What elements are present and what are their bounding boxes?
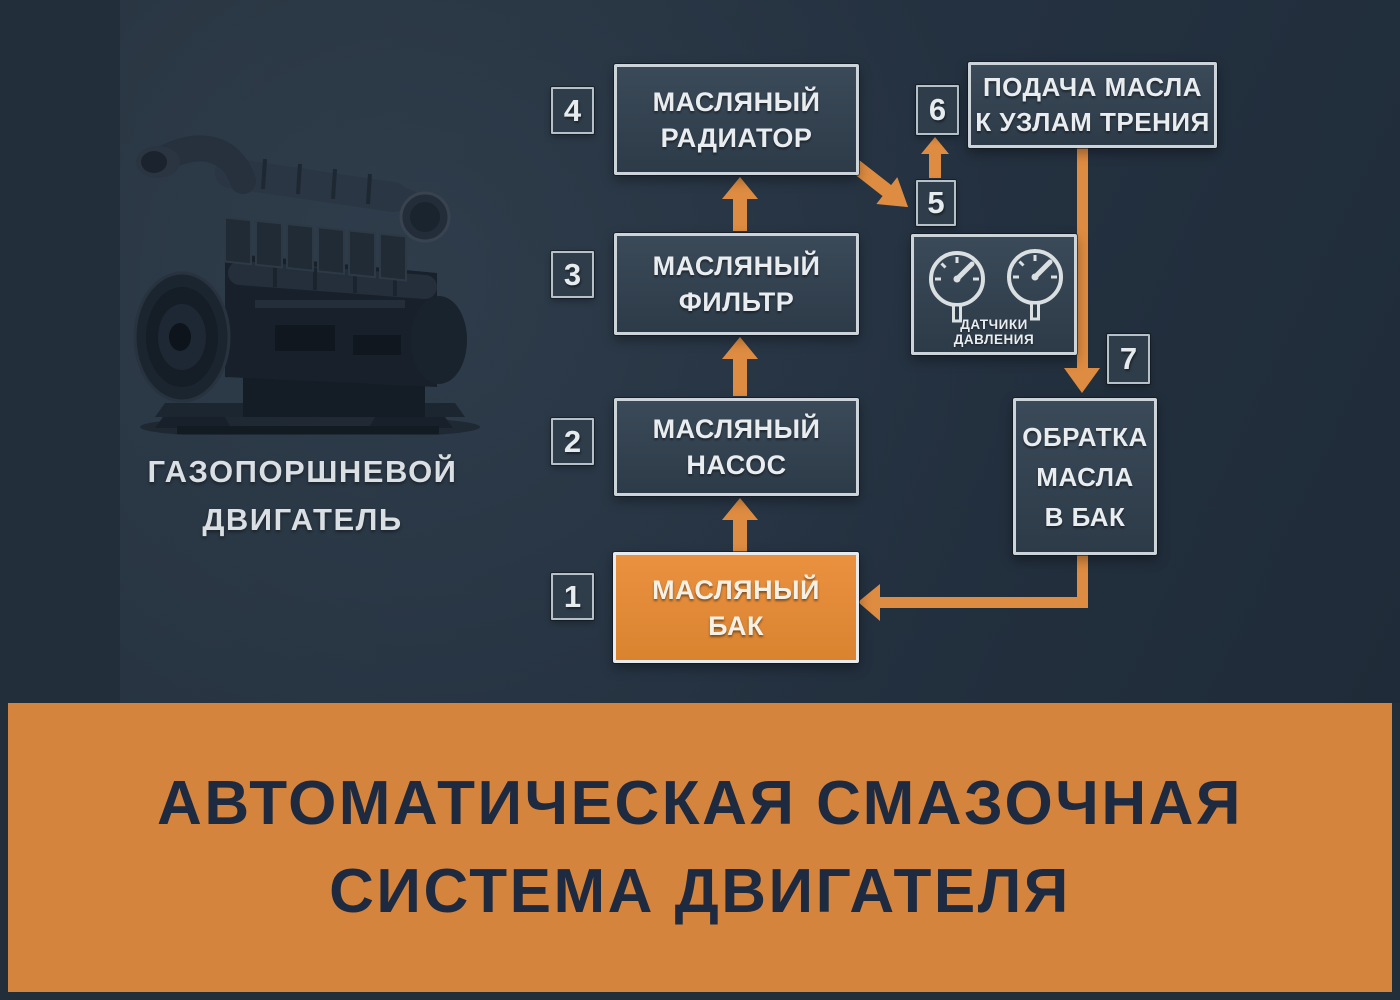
arrow-junction-to-supply (921, 137, 949, 178)
oil-radiator-label-line1: МАСЛЯНЫЙ (652, 86, 821, 117)
oil-return-label-line3: В БАК (1044, 501, 1126, 532)
step-badge-4: 4 (551, 87, 594, 134)
pressure-gauge-icon (1007, 249, 1063, 321)
pressure-sensors-label: ДАТЧИКИ ДАВЛЕНИЯ (914, 317, 1074, 347)
engine-turbo-cap-face (141, 151, 167, 173)
step-badge-6: 6 (916, 85, 959, 135)
oil-tank-label-line1: МАСЛЯНЫЙ (652, 574, 820, 605)
engine-block-detail2 (353, 335, 401, 355)
step-badge-3: 3 (551, 251, 594, 298)
oil-pump-label-line1: МАСЛЯНЫЙ (652, 414, 821, 444)
pressure-gauges (929, 249, 1063, 323)
engine-flange-inner (410, 202, 440, 232)
oil-supply-label-line1: ПОДАЧА МАСЛА (982, 72, 1203, 102)
engine-caption-line1: ГАЗОПОРШНЕВОЙ (147, 454, 458, 489)
step-badge-5: 5 (916, 180, 956, 226)
engine-flywheel-hub (169, 323, 191, 351)
step-badge-7: 7 (1107, 334, 1150, 384)
engine-caption-line2: ДВИГАТЕЛЬ (202, 502, 403, 537)
pressure-sensors-label-line2: ДАВЛЕНИЯ (953, 332, 1035, 347)
oil-return-box: ОБРАТКА МАСЛА В БАК (1013, 398, 1157, 555)
oil-tank-box: МАСЛЯНЫЙ БАК (613, 552, 859, 663)
engine-foot-right (369, 417, 453, 428)
engine-intake-rings (261, 158, 372, 205)
engine-illustration (133, 135, 480, 435)
engine-intake-manifold (215, 158, 408, 212)
oil-radiator-label-line2: РАДИАТОР (660, 122, 813, 153)
oil-filter-box: МАСЛЯНЫЙ ФИЛЬТР (614, 233, 859, 335)
engine-foot-left (155, 417, 231, 428)
pressure-sensors-box: ДАТЧИКИ ДАВЛЕНИЯ (911, 234, 1077, 355)
flow-arrows (722, 137, 1100, 621)
engine-caption: ГАЗОПОРШНЕВОЙ ДВИГАТЕЛЬ (130, 448, 475, 544)
oil-supply-label-line2: К УЗЛАМ ТРЕНИЯ (975, 107, 1210, 137)
line-supply-to-return (1064, 146, 1100, 393)
oil-pump-box: МАСЛЯНЫЙ НАСОС (614, 398, 859, 496)
poster-title-line2: СИСТЕМА ДВИГАТЕЛЯ (329, 856, 1071, 926)
engine-photo-panel: ГАЗОПОРШНЕВОЙ ДВИГАТЕЛЬ (120, 0, 1400, 703)
arrow-pump-to-filter (722, 337, 758, 396)
engine-valve-covers (224, 216, 407, 282)
arrow-tank-to-pump (722, 498, 758, 552)
oil-return-label-line1: ОБРАТКА (1022, 421, 1148, 452)
engine-block-rib (255, 300, 405, 308)
oil-filter-label-line2: ФИЛЬТР (678, 287, 795, 317)
oil-filter-label-line1: МАСЛЯНЫЙ (652, 251, 821, 281)
title-banner: АВТОМАТИЧЕСКАЯ СМАЗОЧНАЯ СИСТЕМА ДВИГАТЕ… (8, 703, 1392, 992)
pressure-sensors-label-line1: ДАТЧИКИ (960, 317, 1028, 332)
engine-rear-housing (411, 296, 467, 384)
oil-supply-box: ПОДАЧА МАСЛА К УЗЛАМ ТРЕНИЯ (968, 62, 1217, 148)
engine-skid-plate (177, 426, 439, 434)
engine-block-detail1 (275, 325, 335, 351)
oil-return-label-line2: МАСЛА (1036, 461, 1134, 492)
oil-tank-label-line2: БАК (708, 610, 764, 641)
engine-lower-manifold-rings (273, 265, 397, 296)
oil-radiator-box: МАСЛЯНЫЙ РАДИАТОР (614, 64, 859, 175)
pressure-gauge-icon (929, 251, 985, 323)
step-badge-1: 1 (551, 573, 594, 620)
step-badge-2: 2 (551, 418, 594, 465)
arrow-filter-to-radiator (722, 177, 758, 231)
poster-title-line1: АВТОМАТИЧЕСКАЯ СМАЗОЧНАЯ (157, 768, 1243, 838)
line-return-to-tank (858, 553, 1088, 621)
oil-pump-label-line2: НАСОС (686, 450, 787, 480)
